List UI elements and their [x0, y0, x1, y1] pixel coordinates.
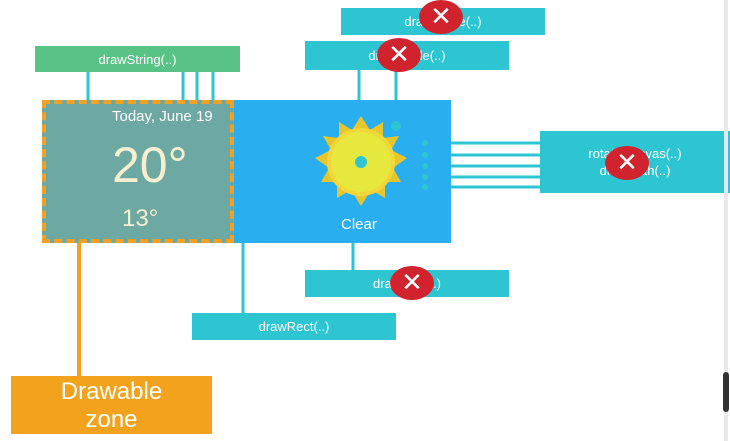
widget-condition: Clear [341, 216, 377, 233]
scrollbar[interactable] [724, 0, 728, 441]
zone-label-line1: Drawable [60, 378, 163, 405]
drawable-zone-label: Drawable zone [11, 376, 212, 434]
widget-temp-low: 13° [122, 205, 159, 232]
x-mark-icon: ✕ [419, 0, 463, 34]
callout-draw-rect: drawRect(..) [192, 313, 396, 340]
sun-icon [315, 116, 407, 206]
zone-label-line2: zone [85, 406, 138, 433]
scrollbar-thumb[interactable] [723, 372, 729, 412]
x-mark-icon: ✕ [390, 266, 434, 300]
x-mark-icon: ✕ [605, 146, 649, 180]
widget-date: Today, June 19 [112, 108, 213, 125]
callout-draw-string: drawString(..) [35, 46, 240, 72]
widget-temp-high: 20° [112, 137, 188, 193]
drawable-zone-border [42, 100, 234, 243]
x-mark-icon: ✕ [377, 38, 421, 72]
drawable-zone [42, 100, 234, 243]
